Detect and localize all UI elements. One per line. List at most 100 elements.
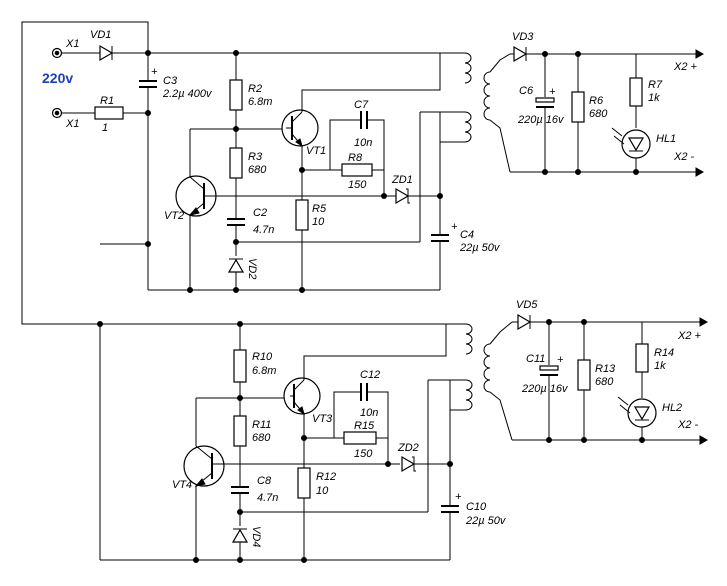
- capacitor-c8: [231, 486, 249, 494]
- resistor-r3: [229, 147, 243, 179]
- resistor-r14: [635, 343, 649, 373]
- c11-label: C11: [526, 353, 545, 365]
- r7-value: 1k: [648, 92, 660, 104]
- capacitor-c11: [539, 365, 559, 376]
- r1-label: R1: [100, 95, 114, 107]
- vd5-label: VD5: [516, 299, 538, 311]
- transformer-1-primary: [440, 52, 472, 143]
- capacitor-c4: [431, 234, 449, 242]
- capacitor-c2: [227, 218, 245, 226]
- terminal-x1-top-label: X1: [65, 38, 79, 50]
- input-section: X1 X1 220v VD1 R1 1 + C3 2.2µ 400v: [21, 21, 440, 560]
- c8-label: C8: [257, 475, 272, 487]
- c2-label: C2: [253, 207, 267, 219]
- r6-value: 680: [589, 108, 608, 120]
- diode-vd1: [99, 44, 114, 62]
- r10-label: R10: [252, 351, 273, 363]
- c7-label: C7: [354, 99, 369, 111]
- r5-value: 10: [312, 216, 325, 228]
- r14-value: 1k: [654, 360, 666, 372]
- resistor-r13: [577, 359, 591, 391]
- r15-value: 150: [354, 448, 373, 460]
- r3-value: 680: [248, 164, 267, 176]
- c10-value: 22µ 50v: [465, 515, 507, 527]
- c3-plus-mark: +: [151, 66, 158, 78]
- c11-plus-mark: +: [557, 354, 564, 366]
- resistor-r10: [233, 349, 247, 383]
- transformer-1-secondary: [483, 53, 511, 173]
- c3-label: C3: [163, 75, 178, 87]
- c10-plus-mark: +: [455, 491, 462, 503]
- transistor-vt4: [183, 445, 225, 487]
- resistor-r8: [341, 163, 373, 177]
- r10-value: 6.8m: [252, 365, 276, 377]
- vd3-label: VD3: [512, 31, 534, 43]
- hl2-label: HL2: [662, 402, 682, 414]
- vd2-label: VD2: [246, 258, 258, 279]
- r12-label: R12: [316, 471, 336, 483]
- r8-label: R8: [348, 152, 363, 164]
- r5-label: R5: [312, 203, 327, 215]
- capacitor-c7: [360, 111, 368, 129]
- c8-value: 4.7n: [257, 492, 278, 504]
- capacitor-c3: [139, 80, 157, 88]
- resistor-r7: [629, 77, 643, 107]
- resistor-r6: [571, 91, 585, 123]
- led-hl1: [611, 127, 651, 159]
- c4-value: 22µ 50v: [459, 242, 501, 254]
- c10-label: C10: [466, 501, 487, 513]
- r11-value: 680: [252, 432, 271, 444]
- output-2-plus-label: X2 +: [677, 330, 702, 342]
- hl1-label: HL1: [656, 133, 676, 145]
- c4-label: C4: [460, 229, 474, 241]
- vt4-label: VT4: [172, 479, 192, 491]
- zd2-label: ZD2: [397, 442, 419, 454]
- transistor-vt3: [283, 377, 321, 416]
- r7-label: R7: [648, 79, 663, 91]
- c3-value: 2.2µ 400v: [162, 88, 213, 100]
- output-2-minus-label: X2 -: [677, 419, 699, 431]
- channel-2: R10 6.8m R11 680 C8 4.7n VD4 VT3: [100, 299, 709, 561]
- r13-value: 680: [595, 376, 614, 388]
- c12-label: C12: [360, 369, 380, 381]
- c6-value: 220µ 16v: [517, 114, 565, 126]
- r2-label: R2: [248, 83, 262, 95]
- vd4-label: VD4: [250, 526, 262, 547]
- terminal-x1-bottom[interactable]: [51, 107, 63, 119]
- resistor-r15: [343, 431, 377, 445]
- r12-value: 10: [316, 485, 329, 497]
- resistor-r11: [233, 415, 247, 447]
- c6-label: C6: [519, 85, 534, 97]
- transistor-vt1: [281, 109, 319, 148]
- r1-value: 1: [102, 122, 108, 134]
- channel-1: R2 6.8m R3 680 C2 4.7n VD2: [148, 31, 705, 290]
- terminal-x1-bottom-label: X1: [65, 118, 79, 130]
- zd1-label: ZD1: [391, 174, 413, 186]
- resistor-r12: [297, 467, 311, 499]
- c6-plus-mark: +: [549, 86, 556, 98]
- vt2-label: VT2: [164, 210, 184, 222]
- r8-value: 150: [348, 179, 367, 191]
- c7-value: 10n: [354, 137, 372, 149]
- r13-label: R13: [595, 363, 616, 375]
- diode-vd4: [231, 528, 249, 543]
- diode-vd2: [227, 258, 245, 273]
- r15-label: R15: [354, 420, 375, 432]
- r14-label: R14: [654, 347, 674, 359]
- zener-zd2: [401, 455, 416, 473]
- r3-label: R3: [248, 151, 263, 163]
- c4-plus-mark: +: [451, 221, 458, 233]
- terminal-x1-top[interactable]: [51, 47, 63, 59]
- c12-value: 10n: [360, 407, 378, 419]
- zener-zd1: [395, 187, 410, 205]
- resistor-r2: [229, 79, 243, 111]
- transformer-2-primary: [450, 323, 473, 411]
- output-1-plus-label: X2 +: [673, 61, 698, 73]
- vt3-label: VT3: [312, 413, 333, 425]
- c2-value: 4.7n: [253, 224, 274, 236]
- r2-value: 6.8m: [248, 96, 272, 108]
- r6-label: R6: [589, 95, 604, 107]
- led-hl2: [617, 396, 657, 428]
- r11-label: R11: [252, 419, 271, 431]
